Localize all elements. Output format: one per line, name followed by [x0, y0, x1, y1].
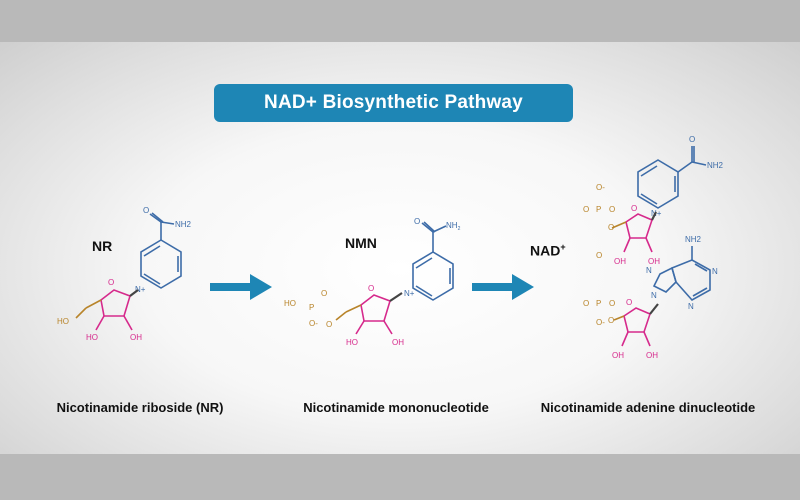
nmn-molecule: O NH2 N+ O P HO O- O O HO OH: [284, 217, 461, 347]
nmn-bridge-o: O: [326, 320, 332, 329]
nad-p1-o-minus: O-: [596, 183, 605, 192]
nmn-phosphate-ho: HO: [284, 299, 296, 308]
nad-upper-ch2: [611, 221, 627, 229]
nad-adenine-n1: N: [712, 267, 718, 276]
nad-p2-p: P: [596, 299, 601, 308]
nr-amide-nh2: NH2: [175, 220, 192, 229]
nmn-amide-sub2: 2: [458, 226, 461, 232]
nad-p1-p: P: [596, 205, 601, 214]
nr-pyridine-ring: [140, 212, 182, 289]
nr-ribose-ring: [95, 289, 133, 331]
nad-upper-oh-b: OH: [648, 257, 660, 266]
diagram-title: NAD+ Biosynthetic Pathway: [264, 92, 523, 113]
nad-label-sup: +: [560, 242, 566, 252]
nmn-oh-3: OH: [392, 338, 404, 347]
title-banner: NAD+ Biosynthetic Pathway: [214, 84, 573, 122]
nr-molecule: O NH2 N+ HO O HO OH: [57, 206, 192, 342]
nmn-caption: Nicotinamide mononucleotide: [303, 400, 489, 415]
nad-upper-oh-a: OH: [614, 257, 626, 266]
nad-adenine-n9: N: [651, 291, 657, 300]
nad-lower-glycosidic: [649, 303, 659, 315]
nad-pyridine-ring: [637, 146, 707, 209]
nmn-amide-o: O: [414, 217, 420, 226]
nad-p1-ester-o: O: [609, 205, 615, 214]
nad-lower-oh-a: OH: [612, 351, 624, 360]
nad-upper-glycosidic: [651, 211, 657, 221]
nmn-phosphate-p: P: [309, 303, 314, 312]
nr-glycosidic-bond: [129, 289, 139, 297]
nad-label: NAD+: [530, 242, 566, 259]
nad-p2-o-minus: O-: [596, 318, 605, 327]
nad-molecule: O NH2 N+ O OH OH O- O P O O O O P O O- O: [583, 135, 724, 360]
nad-bridge-o: O: [596, 251, 602, 260]
nad-adenine-n3: N: [688, 302, 694, 311]
nmn-phosphate-o-minus: O-: [309, 319, 318, 328]
nad-lower-ch2: [613, 315, 625, 321]
nad-p2-ester-o: O: [609, 299, 615, 308]
nad-caption: Nicotinamide adenine dinucleotide: [540, 400, 756, 415]
nad-lower-ring-o: O: [626, 298, 632, 307]
nmn-phosphate-o: O: [321, 289, 327, 298]
nmn-amide-nh: NH: [446, 221, 458, 230]
nmn-pyridine-ring: [412, 221, 454, 301]
nad-lower-oh-b: OH: [646, 351, 658, 360]
nr-ch2oh: [75, 299, 102, 319]
nad-label-text: NAD: [530, 242, 561, 259]
nad-adenine-ring: [652, 246, 711, 302]
arrow-nr-to-nmn: [210, 274, 272, 300]
nmn-ribose-ring: [355, 294, 393, 335]
nmn-n-plus: N+: [404, 289, 415, 298]
nad-p2-o: O: [583, 299, 589, 308]
nad-lower-ribose: [621, 307, 651, 347]
nad-upper-ring-o: O: [631, 204, 637, 213]
nr-n-plus: N+: [135, 285, 146, 294]
nmn-amide-nh2: NH2: [446, 221, 461, 232]
nad-adenine-nh2: NH2: [685, 235, 702, 244]
nad-upper-ribose: [623, 213, 653, 253]
nr-label: NR: [92, 238, 113, 254]
nad-lower-o5: O: [608, 316, 614, 325]
nad-p1-o: O: [583, 205, 589, 214]
nmn-ho-2: HO: [346, 338, 358, 347]
nr-oh-3: OH: [130, 333, 142, 342]
nad-amide-o: O: [689, 135, 695, 144]
nr-ring-o: O: [108, 278, 114, 287]
nr-ho-5: HO: [57, 317, 69, 326]
nmn-ch2o: [335, 304, 362, 321]
nr-caption: Nicotinamide riboside (NR): [56, 400, 224, 415]
arrow-nmn-to-nad: [472, 274, 534, 300]
nmn-label: NMN: [345, 235, 377, 251]
nmn-ring-o: O: [368, 284, 374, 293]
nad-upper-o5: O: [608, 223, 614, 232]
nr-ho-2: HO: [86, 333, 98, 342]
nad-adenine-n7: N: [646, 266, 652, 275]
nmn-glycosidic-bond: [389, 292, 403, 302]
nr-amide-o: O: [143, 206, 149, 215]
nad-amide-nh2: NH2: [707, 161, 724, 170]
